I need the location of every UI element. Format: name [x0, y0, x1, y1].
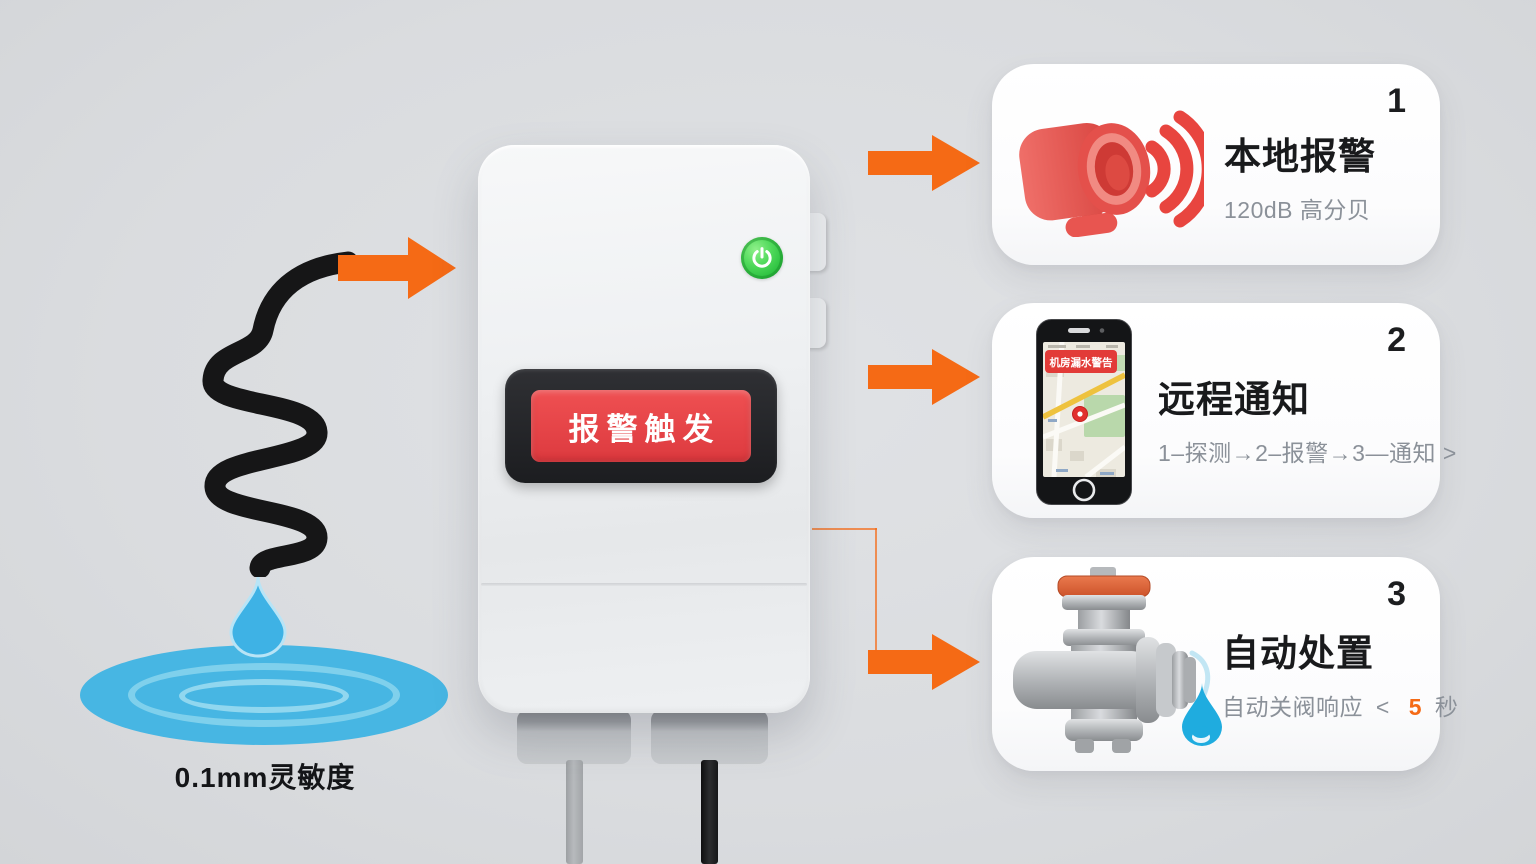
card-subtitle: 1–探测→2–报警→3—通知 > — [1158, 440, 1457, 466]
arrow-right-icon — [868, 135, 980, 191]
subtitle-prefix: 自动关阀响应 — [1222, 694, 1363, 720]
card-title: 本地报警 — [1224, 136, 1376, 177]
coil-sensor-icon — [202, 251, 359, 577]
step-number: 1 — [1387, 82, 1406, 120]
power-icon — [752, 247, 772, 268]
valve-icon — [1013, 567, 1222, 753]
subtitle-unit: 秒 — [1434, 694, 1459, 720]
sensitivity-label: 0.1mm灵敏度 — [174, 762, 356, 793]
alarm-screen-text: 报警触发 — [568, 411, 721, 447]
card-text-block: 本地报警 120dB 高分贝 — [1224, 126, 1376, 225]
puddle-ripple — [179, 679, 349, 713]
card-subtitle: 120dB 高分贝 — [1224, 197, 1371, 223]
device-bottom-connector — [517, 710, 631, 764]
power-cable — [701, 760, 718, 864]
power-button — [741, 237, 783, 279]
alarm-screen: 报警触发 — [531, 390, 751, 462]
card-title: 远程通知 — [1158, 379, 1310, 420]
connector-line-horizontal — [812, 528, 877, 530]
connector-line-vertical — [875, 528, 877, 652]
screen-bezel: 报警触发 — [505, 369, 777, 483]
subtitle-value: 5 — [1408, 694, 1423, 720]
arrow-right-icon — [868, 634, 980, 690]
subtitle-operator: < — [1375, 694, 1390, 720]
leak-alarm-device: 报警触发 — [478, 145, 810, 713]
puddle-ripple — [127, 663, 401, 727]
step-number: 2 — [1387, 321, 1406, 359]
feature-card-remote-notify: 机房漏水警告 远程通知 1–探测→2–报警→3—通知 > 2 — [992, 303, 1456, 518]
card-text-block: 自动处置 自动关阀响应 < 5 秒 — [1222, 623, 1458, 722]
card-subtitle: 自动关阀响应 < 5 秒 — [1222, 688, 1458, 722]
arrow-right-icon — [338, 237, 456, 299]
water-puddle — [80, 645, 448, 745]
step-number: 3 — [1387, 575, 1406, 613]
card-text-block: 远程通知 1–探测→2–报警→3—通知 > — [1158, 369, 1457, 468]
arrow-right-icon — [868, 349, 980, 405]
phone-alert-banner: 机房漏水警告 — [1050, 356, 1113, 369]
device-seam — [481, 583, 807, 586]
card-title: 自动处置 — [1222, 633, 1374, 674]
sensor-cable — [566, 760, 583, 864]
siren-icon — [1019, 110, 1204, 237]
feature-card-auto-handle: 自动处置 自动关阀响应 < 5 秒 3 — [992, 557, 1458, 771]
device-bottom-connector — [651, 710, 768, 764]
feature-card-local-alarm: 本地报警 120dB 高分贝 1 — [992, 64, 1440, 265]
phone-map-icon: 机房漏水警告 — [1036, 319, 1132, 505]
water-drop-icon — [229, 576, 287, 658]
